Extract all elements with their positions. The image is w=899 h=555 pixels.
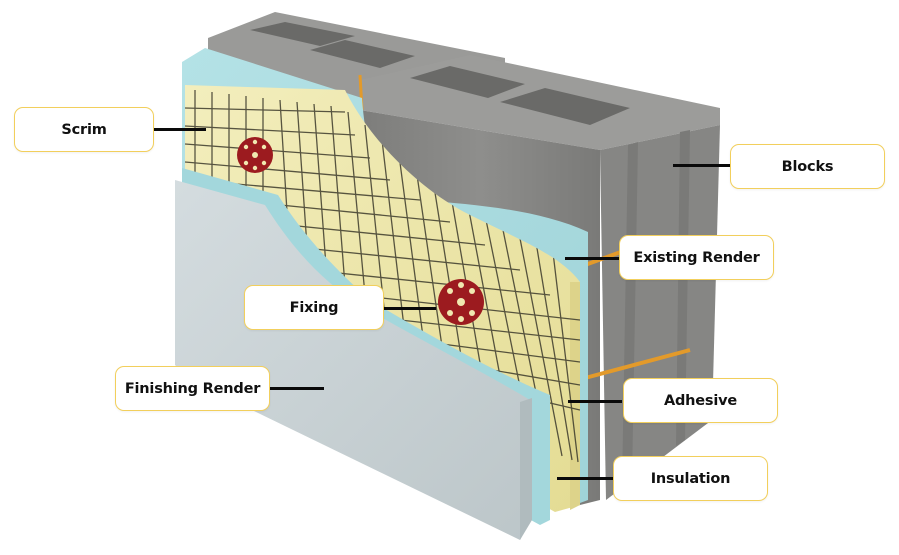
fixing-icon xyxy=(237,137,484,325)
leader-line-blocks xyxy=(673,164,730,167)
label-text: Insulation xyxy=(650,470,731,487)
leader-line-finishing-render xyxy=(270,387,324,390)
label-fixing: Fixing xyxy=(244,285,384,330)
label-text: Fixing xyxy=(289,299,339,316)
label-scrim: Scrim xyxy=(14,107,154,152)
label-insulation: Insulation xyxy=(613,456,768,501)
label-text: Existing Render xyxy=(633,249,760,266)
label-existing-render: Existing Render xyxy=(619,235,774,280)
leader-line-existing-render xyxy=(565,257,620,260)
label-blocks: Blocks xyxy=(730,144,885,189)
leader-line-adhesive xyxy=(568,400,622,403)
label-text: Finishing Render xyxy=(124,380,261,397)
label-finishing-render: Finishing Render xyxy=(115,366,270,411)
leader-line-scrim xyxy=(153,128,206,131)
leader-line-insulation xyxy=(557,477,613,480)
label-adhesive: Adhesive xyxy=(623,378,778,423)
label-text: Scrim xyxy=(61,121,107,138)
finishing-render-layer xyxy=(175,180,530,540)
label-text: Adhesive xyxy=(663,392,738,409)
leader-line-fixing xyxy=(384,307,436,310)
label-text: Blocks xyxy=(781,158,834,175)
